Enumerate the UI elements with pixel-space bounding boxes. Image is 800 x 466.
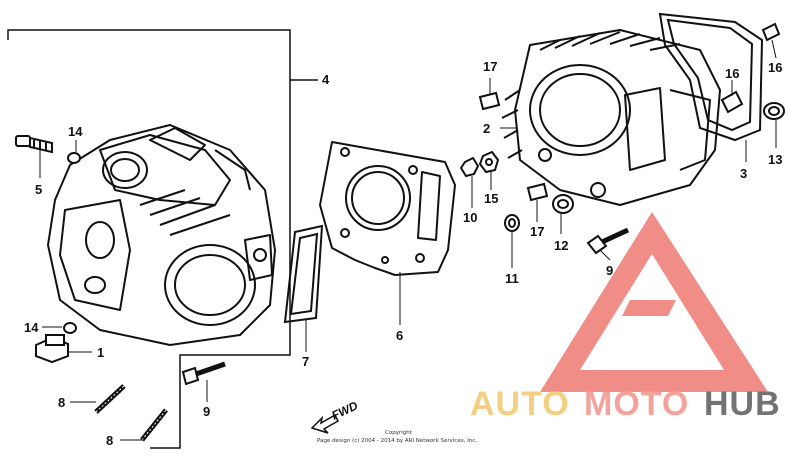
automotohub-watermark: AUTO MOTO HUB: [470, 212, 781, 423]
dowel-pin-16-lower: [720, 90, 744, 114]
callout-14-upper: 14: [68, 124, 83, 139]
callout-15: 15: [484, 191, 498, 206]
callout-12: 12: [554, 238, 568, 253]
base-gasket-3: [658, 12, 764, 142]
stud-8-upper: [94, 384, 126, 414]
callout-16-mid: 16: [725, 66, 739, 81]
o-ring-13: [763, 102, 785, 120]
callout-6: 6: [396, 328, 403, 343]
watermark-triangle: [540, 212, 768, 392]
callout-11: 11: [505, 271, 519, 286]
washer-14-upper: [67, 152, 81, 164]
washer-11: [504, 214, 520, 232]
callout-14-lower: 14: [24, 320, 39, 335]
leader-lines: [39, 39, 777, 441]
callout-4: 4: [322, 72, 330, 87]
nut-15: [478, 150, 500, 174]
callout-16-right: 16: [768, 60, 782, 75]
cylinder-block: [501, 29, 721, 206]
washer-14-lower: [63, 322, 77, 334]
dowel-pin-17-lower: [526, 182, 549, 202]
callout-7: 7: [302, 354, 309, 369]
copyright-line-2: Page design (c) 2004 - 2014 by ARI Netwo…: [317, 438, 477, 444]
stud-8-lower: [140, 408, 168, 442]
dowel-pin-17-upper: [478, 91, 501, 111]
head-assembly-bracket: [7, 29, 318, 449]
forward-arrow: FWD: [310, 398, 360, 434]
callout-5: 5: [35, 182, 42, 197]
seal-gasket-7: [283, 224, 324, 324]
watermark-auto: AUTO: [470, 385, 570, 423]
fitting-1: [35, 334, 69, 364]
callout-3: 3: [740, 166, 747, 181]
cylinder-head: [47, 124, 276, 346]
callout-2: 2: [483, 121, 490, 136]
callout-numbers: 1 2 3 4 5 6 7 8 8 9 9 10 11 12 13 14 14 …: [24, 59, 782, 448]
callout-17-upper: 17: [483, 59, 497, 74]
callout-9-right: 9: [606, 263, 613, 278]
callout-10: 10: [463, 210, 477, 225]
callout-1: 1: [97, 345, 104, 360]
copyright-line-1: Copyright: [385, 430, 413, 436]
watermark-hub: HUB: [704, 385, 781, 423]
head-gasket-6: [319, 141, 456, 276]
callout-9-left: 9: [203, 404, 210, 419]
callout-13: 13: [768, 152, 782, 167]
forward-label: FWD: [329, 398, 360, 422]
bolt-9-left: [181, 361, 226, 386]
dowel-pin-16-upper: [761, 22, 781, 42]
callout-8-lower: 8: [106, 433, 113, 448]
stud-bolt-5: [15, 135, 53, 154]
callout-8-upper: 8: [58, 395, 65, 410]
watermark-moto: MOTO: [584, 385, 689, 423]
o-ring-12: [552, 194, 574, 214]
callout-17-lower: 17: [530, 224, 544, 239]
nut-10: [459, 156, 480, 178]
bolt-9-right: [586, 227, 630, 255]
